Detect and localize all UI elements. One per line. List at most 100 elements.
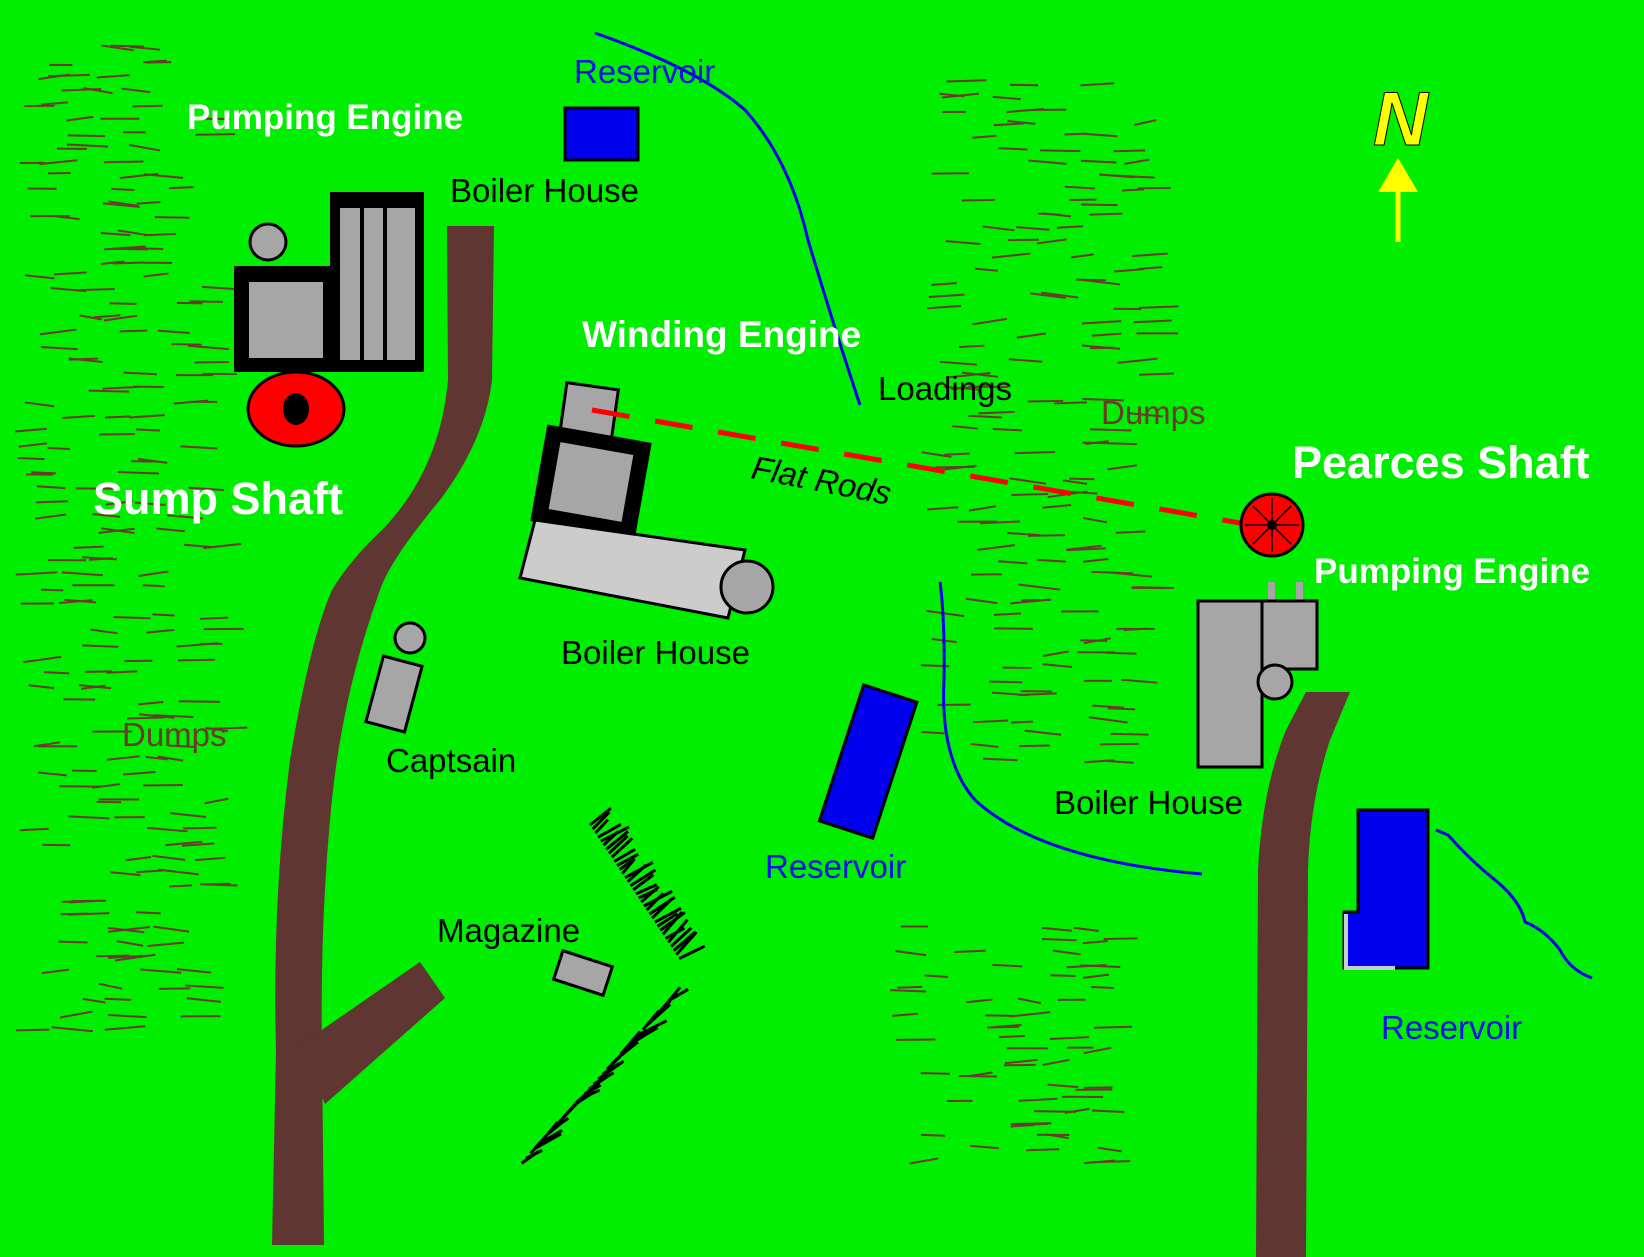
dump-mark xyxy=(154,216,190,219)
dump-mark xyxy=(1092,704,1124,709)
dump-mark xyxy=(168,744,196,749)
label-sump-shaft: Sump Shaft xyxy=(93,473,343,524)
dump-mark xyxy=(1081,203,1118,207)
dump-mark xyxy=(106,670,138,674)
dump-mark xyxy=(88,389,130,393)
dump-mark xyxy=(92,513,121,518)
dump-mark xyxy=(943,385,980,391)
dump-mark xyxy=(108,1014,147,1019)
dump-mark xyxy=(66,143,109,148)
dump-mark xyxy=(1089,428,1132,432)
dump-mark xyxy=(73,545,104,549)
dump-mark xyxy=(1133,319,1172,324)
dump-mark xyxy=(138,570,169,577)
dump-mark xyxy=(125,855,152,862)
dump-mark xyxy=(921,731,945,735)
dump-mark xyxy=(24,274,55,280)
dump-mark xyxy=(102,385,143,390)
embankment-mark xyxy=(534,1132,562,1150)
dump-mark xyxy=(58,940,88,944)
dump-mark xyxy=(1076,278,1107,282)
dump-mark xyxy=(983,757,1018,762)
embankment-mark xyxy=(607,834,629,855)
dump-mark xyxy=(1088,716,1128,724)
label-pearces-shaft: Pearces Shaft xyxy=(1292,437,1590,488)
dump-mark xyxy=(157,755,184,762)
dump-mark xyxy=(68,815,110,820)
dump-mark xyxy=(1036,238,1067,245)
dump-mark xyxy=(143,272,169,278)
dump-mark xyxy=(39,328,77,336)
stream-center xyxy=(938,581,1203,876)
dump-mark xyxy=(1017,997,1042,1005)
dump-mark xyxy=(1128,412,1163,418)
dump-mark xyxy=(1049,1036,1090,1040)
dump-mark xyxy=(1132,252,1168,258)
dump-mark xyxy=(79,314,103,321)
dump-mark xyxy=(154,714,194,719)
dump-mark xyxy=(170,812,207,818)
embankment-mark xyxy=(588,1073,612,1091)
dump-mark xyxy=(998,560,1028,565)
dump-mark xyxy=(113,616,151,620)
dump-mark xyxy=(100,260,125,266)
label-boiler-house-east: Boiler House xyxy=(1054,784,1243,821)
reservoir-east xyxy=(1342,808,1430,970)
dump-mark xyxy=(59,1010,93,1019)
north-letter: N xyxy=(1373,77,1430,162)
label-loadings: Loadings xyxy=(878,370,1012,407)
dump-mark xyxy=(152,854,186,861)
dump-mark xyxy=(134,501,166,507)
dump-mark xyxy=(146,628,175,634)
label-magazine: Magazine xyxy=(437,912,580,949)
dump-mark xyxy=(157,868,199,876)
dump-mark xyxy=(114,953,156,962)
dump-mark xyxy=(82,997,106,1004)
embankment-mark xyxy=(678,944,706,960)
dump-mark xyxy=(93,314,121,319)
dump-mark xyxy=(1133,119,1157,126)
dump-mark xyxy=(974,267,998,272)
dump-mark xyxy=(188,486,225,492)
dump-mark xyxy=(33,741,61,748)
dump-mark xyxy=(1103,759,1134,764)
reservoir-east-edge xyxy=(1344,914,1395,970)
track-west xyxy=(272,226,494,1245)
dump-mark xyxy=(30,471,56,475)
dump-mark xyxy=(1062,479,1088,485)
dump-mark xyxy=(1107,707,1136,711)
magazine-embankment xyxy=(520,807,706,1165)
embankment-mark xyxy=(538,1129,563,1145)
dump-mark xyxy=(67,912,110,916)
label-dumps-east: Dumps xyxy=(1101,394,1206,431)
embankment-mark xyxy=(621,858,636,875)
dump-mark xyxy=(890,989,927,993)
embankment-mark xyxy=(602,830,620,847)
dump-mark xyxy=(946,79,987,83)
dump-mark xyxy=(927,506,959,511)
dump-mark xyxy=(966,998,993,1004)
dump-mark xyxy=(107,954,144,959)
dump-mark xyxy=(909,1157,939,1165)
label-pumping-engine-west: Pumping Engine xyxy=(187,98,463,137)
embankment-mark xyxy=(640,885,660,904)
dump-mark xyxy=(68,357,103,363)
dump-mark xyxy=(186,997,222,1003)
embankment-mark xyxy=(529,1134,548,1155)
dump-mark xyxy=(165,840,203,847)
track-west-branch xyxy=(300,962,445,1104)
dump-mark xyxy=(98,527,135,534)
dump-mark xyxy=(1073,926,1099,932)
dumps-area-west xyxy=(14,44,248,1033)
dump-mark xyxy=(41,346,78,351)
embankment-mark xyxy=(605,1055,622,1071)
dump-mark xyxy=(999,1034,1025,1039)
dump-mark xyxy=(998,147,1028,151)
dump-mark xyxy=(1070,253,1094,259)
dump-mark xyxy=(187,344,229,351)
dump-mark xyxy=(1018,1097,1058,1102)
dump-mark xyxy=(61,571,103,577)
dump-mark xyxy=(970,742,999,748)
dump-mark xyxy=(100,232,131,237)
dump-mark xyxy=(102,202,140,208)
